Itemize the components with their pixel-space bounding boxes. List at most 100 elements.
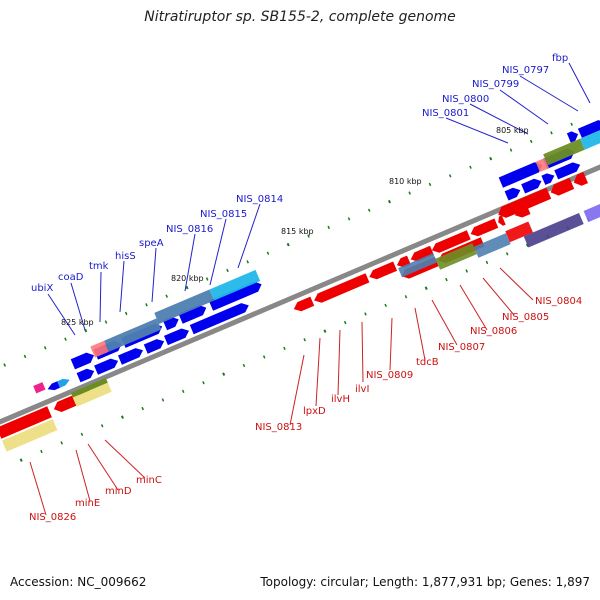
gene-arrow[interactable] xyxy=(53,395,77,412)
gene-band[interactable] xyxy=(398,253,437,278)
tick-mark xyxy=(286,242,290,247)
gene-arrow[interactable] xyxy=(410,245,434,262)
leader-line xyxy=(47,293,76,336)
gene-label[interactable]: NIS_0807 xyxy=(438,342,485,353)
gene-arrow[interactable] xyxy=(577,120,600,138)
gene-band[interactable] xyxy=(580,127,600,150)
gene-label[interactable]: NIS_0816 xyxy=(166,224,213,235)
gene-label[interactable]: NIS_0800 xyxy=(442,94,489,105)
gene-label[interactable]: NIS_0815 xyxy=(200,209,247,220)
gene-arrow[interactable] xyxy=(504,187,521,201)
gene-label[interactable]: speA xyxy=(139,238,164,249)
gene-arrow[interactable] xyxy=(470,218,499,237)
gene-label[interactable]: NIS_0814 xyxy=(236,194,283,205)
gene-band[interactable] xyxy=(435,243,477,270)
gene-band[interactable] xyxy=(90,340,109,358)
tick-mark xyxy=(43,346,47,350)
gene-label[interactable]: NIS_0805 xyxy=(502,312,549,323)
gene-band[interactable] xyxy=(543,138,585,166)
gene-label[interactable]: minC xyxy=(136,475,162,486)
gene-arrow[interactable] xyxy=(573,172,588,186)
gene-band[interactable] xyxy=(33,382,46,394)
gene-arrow[interactable] xyxy=(57,378,70,388)
tick-mark xyxy=(384,303,387,308)
gene-label[interactable]: tmk xyxy=(89,261,109,272)
tick-mark xyxy=(505,252,509,256)
tick-mark xyxy=(343,320,347,325)
gene-band[interactable] xyxy=(2,419,58,452)
kbp-label: 825 kbp xyxy=(61,318,94,327)
gene-arrow[interactable] xyxy=(554,162,581,180)
tick-mark xyxy=(242,363,246,368)
gene-label[interactable]: NIS_0799 xyxy=(472,79,519,90)
tick-mark xyxy=(246,260,249,264)
tick-mark xyxy=(161,398,165,402)
gene-arrow[interactable] xyxy=(498,215,506,226)
gene-arrow[interactable] xyxy=(76,368,95,383)
gene-arrow[interactable] xyxy=(70,352,94,370)
leader-line xyxy=(70,282,86,331)
gene-label[interactable]: minD xyxy=(105,486,132,497)
gene-band[interactable] xyxy=(0,406,52,439)
tick-mark xyxy=(80,432,84,436)
gene-label[interactable]: tdcB xyxy=(416,357,439,368)
tick-mark xyxy=(181,389,185,394)
gene-band[interactable] xyxy=(473,233,511,258)
gene-band[interactable] xyxy=(72,382,112,407)
gene-label[interactable]: ilvH xyxy=(331,394,350,405)
gene-arrow[interactable] xyxy=(550,177,575,196)
gene-label[interactable]: minE xyxy=(75,498,100,509)
gene-band[interactable] xyxy=(70,378,108,398)
leader-line xyxy=(87,443,119,491)
gene-label[interactable]: NIS_0809 xyxy=(366,370,413,381)
gene-arrow[interactable] xyxy=(566,131,579,143)
gene-label[interactable]: NIS_0797 xyxy=(502,65,549,76)
leader-line xyxy=(99,271,102,323)
gene-arrow[interactable] xyxy=(498,162,543,188)
gene-arrow[interactable] xyxy=(143,339,165,354)
gene-label[interactable]: NIS_0806 xyxy=(470,326,517,337)
gene-arrow[interactable] xyxy=(189,303,249,335)
tick-mark xyxy=(303,338,306,342)
gene-arrow[interactable] xyxy=(208,281,262,311)
gene-arrow[interactable] xyxy=(369,261,398,280)
gene-label[interactable]: ubiX xyxy=(31,283,53,294)
tick-mark xyxy=(364,312,367,316)
gene-arrow[interactable] xyxy=(178,304,207,324)
gene-label[interactable]: NIS_0813 xyxy=(255,422,302,433)
tick-mark xyxy=(489,156,493,161)
gene-arrow[interactable] xyxy=(118,348,143,365)
gene-label[interactable]: lpxD xyxy=(303,406,326,417)
gene-arrow[interactable] xyxy=(541,173,555,185)
gene-label[interactable]: coaD xyxy=(58,272,84,283)
gene-label[interactable]: fbp xyxy=(552,53,568,64)
gene-arrow[interactable] xyxy=(521,178,542,194)
gene-band[interactable] xyxy=(535,158,550,172)
gene-label[interactable]: hisS xyxy=(115,251,136,262)
gene-band[interactable] xyxy=(523,213,584,248)
gene-band[interactable] xyxy=(505,221,533,243)
tick-mark xyxy=(327,225,330,230)
gene-label[interactable]: NIS_0826 xyxy=(29,512,76,523)
gene-band[interactable] xyxy=(154,289,215,325)
tick-mark xyxy=(202,381,205,385)
leader-line xyxy=(469,103,529,135)
gene-arrow[interactable] xyxy=(94,358,119,375)
gene-arrow[interactable] xyxy=(47,381,60,391)
tick-mark xyxy=(205,277,209,281)
gene-band[interactable] xyxy=(104,318,162,352)
gene-arrow[interactable] xyxy=(314,273,370,303)
gene-arrow[interactable] xyxy=(164,328,189,346)
gene-arrow[interactable] xyxy=(293,296,315,312)
tick-mark xyxy=(100,424,104,428)
tick-mark xyxy=(64,337,67,341)
gene-label[interactable]: NIS_0801 xyxy=(422,108,469,119)
gene-label[interactable]: NIS_0804 xyxy=(535,296,582,307)
gene-arrow[interactable] xyxy=(498,187,552,218)
tick-mark xyxy=(408,191,411,195)
gene-label[interactable]: ilvI xyxy=(355,384,369,395)
gene-arrow[interactable] xyxy=(431,230,471,253)
leader-lines xyxy=(29,62,591,516)
gene-band[interactable] xyxy=(209,269,261,301)
gene-band[interactable] xyxy=(583,202,600,223)
